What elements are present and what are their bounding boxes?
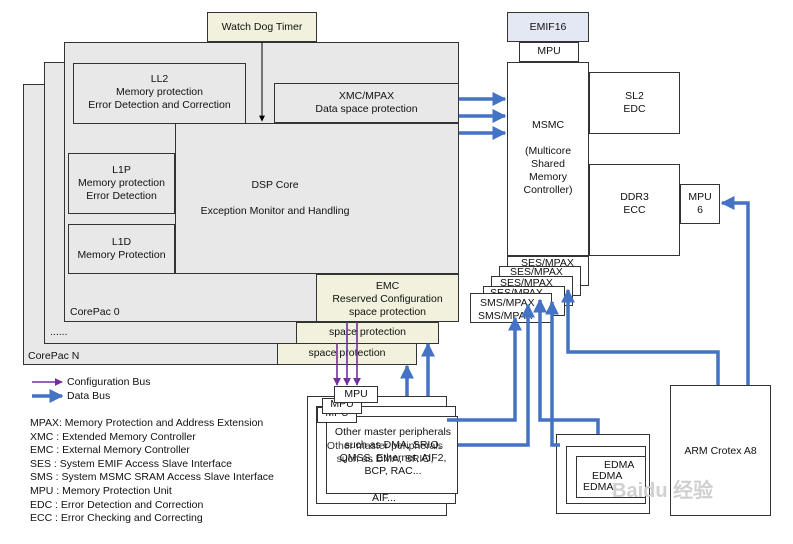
ll2-label: LL2 Memory protection Error Detection an… xyxy=(88,73,231,111)
watchdog-timer-label: Watch Dog Timer xyxy=(221,21,303,33)
msmc-box xyxy=(507,62,589,256)
l1d-label: L1D Memory Protection xyxy=(77,236,166,261)
abbreviation-list: MPAX: Memory Protection and Address Exte… xyxy=(30,417,274,526)
ll2-box xyxy=(73,63,246,124)
arm-cortex-box xyxy=(670,385,771,516)
emif16-label: EMIF16 xyxy=(529,21,567,33)
watchdog-timer-box xyxy=(207,12,317,42)
l1p-label: L1P Memory protection Error Detection xyxy=(78,164,165,202)
ses-mpax-1-label: SES/MPAX xyxy=(510,266,563,278)
sl2-box xyxy=(589,72,680,134)
edma-label-1: EDMA xyxy=(592,470,623,482)
xmc-label: XMC/MPAX Data space protection xyxy=(315,90,418,115)
mpu-periph-2-label: MPU xyxy=(344,388,368,400)
legend-data-label: Data Bus xyxy=(67,390,111,402)
emc-box xyxy=(316,274,459,322)
sms-mpax-0-label: SMS/MPAX xyxy=(480,297,535,309)
dsp-core-label: DSP Core Exception Monitor and Handling xyxy=(200,179,350,217)
dsp-core-box xyxy=(175,123,459,274)
emif16-box xyxy=(507,12,589,42)
corepac-dots: ...... xyxy=(50,326,68,338)
corepac-0-label: CorePac 0 xyxy=(70,306,120,318)
l1d-box xyxy=(68,224,175,274)
abbr-emc: EMC : External Memory Controller xyxy=(30,444,190,457)
space-protection-mid xyxy=(296,322,439,344)
edma-to-ses-bus-1 xyxy=(545,300,560,447)
sl2-label: SL2 EDC xyxy=(623,90,646,115)
arm-to-ses-bus xyxy=(561,288,720,385)
edma-front xyxy=(576,456,646,498)
mpu-top-label: MPU xyxy=(537,45,561,57)
sms-mpax-1-label: SMS/MPAX xyxy=(478,310,533,322)
edma-label-0: EDMA xyxy=(604,459,635,471)
abbr-ecc: ECC : Error Checking and Correcting xyxy=(30,512,203,525)
arm-cortex-label: ARM Crotex A8 xyxy=(684,445,757,457)
edma-label-2: EDMA xyxy=(583,481,614,493)
watermark: Baidu 经验 xyxy=(612,480,714,502)
ddr3-box xyxy=(589,164,680,256)
peripherals-front-label: Other master peripherals such as DMA, SR… xyxy=(334,426,452,477)
msmc-label: MSMC (Multicore Shared Memory Controller… xyxy=(523,119,573,196)
abbr-edc: EDC : Error Detection and Correction xyxy=(30,498,204,511)
corepac-n-label: CorePac N xyxy=(28,350,80,362)
l1p-box xyxy=(68,153,175,214)
abbr-sms: SMS : System MSMC SRAM Access Slave Inte… xyxy=(30,471,274,484)
abbr-mpax: MPAX: Memory Protection and Address Exte… xyxy=(30,417,264,429)
legend-config-label: Configuration Bus xyxy=(67,376,151,388)
xmc-box xyxy=(274,83,459,123)
periph-to-sms-bus-2 xyxy=(447,316,522,422)
emc-label: EMC Reserved Configuration space protect… xyxy=(332,280,443,318)
mpu6-box xyxy=(680,184,720,224)
mpu-top-box xyxy=(519,42,579,62)
mpu-periph-2 xyxy=(334,386,378,403)
mpu6-label: MPU 6 xyxy=(688,191,712,216)
periph-to-sms-bus-1 xyxy=(458,303,535,447)
arm-to-mpu6-bus xyxy=(720,196,750,385)
abbr-ses: SES : System EMIF Access Slave Interface xyxy=(30,457,232,470)
space-protection-mid-label: space protection xyxy=(328,326,407,338)
space-protection-n-label: space protection xyxy=(308,347,386,359)
peripherals-back-label: Other master peripherals such as DMA, SR… xyxy=(326,440,444,465)
abbr-xmc: XMC : Extended Memory Controller xyxy=(30,430,196,443)
aif-label: AIF... xyxy=(372,492,396,504)
peripherals-front xyxy=(326,416,458,494)
ddr3-label: DDR3 ECC xyxy=(620,191,649,216)
abbr-mpu: MPU : Memory Protection Unit xyxy=(30,484,172,497)
